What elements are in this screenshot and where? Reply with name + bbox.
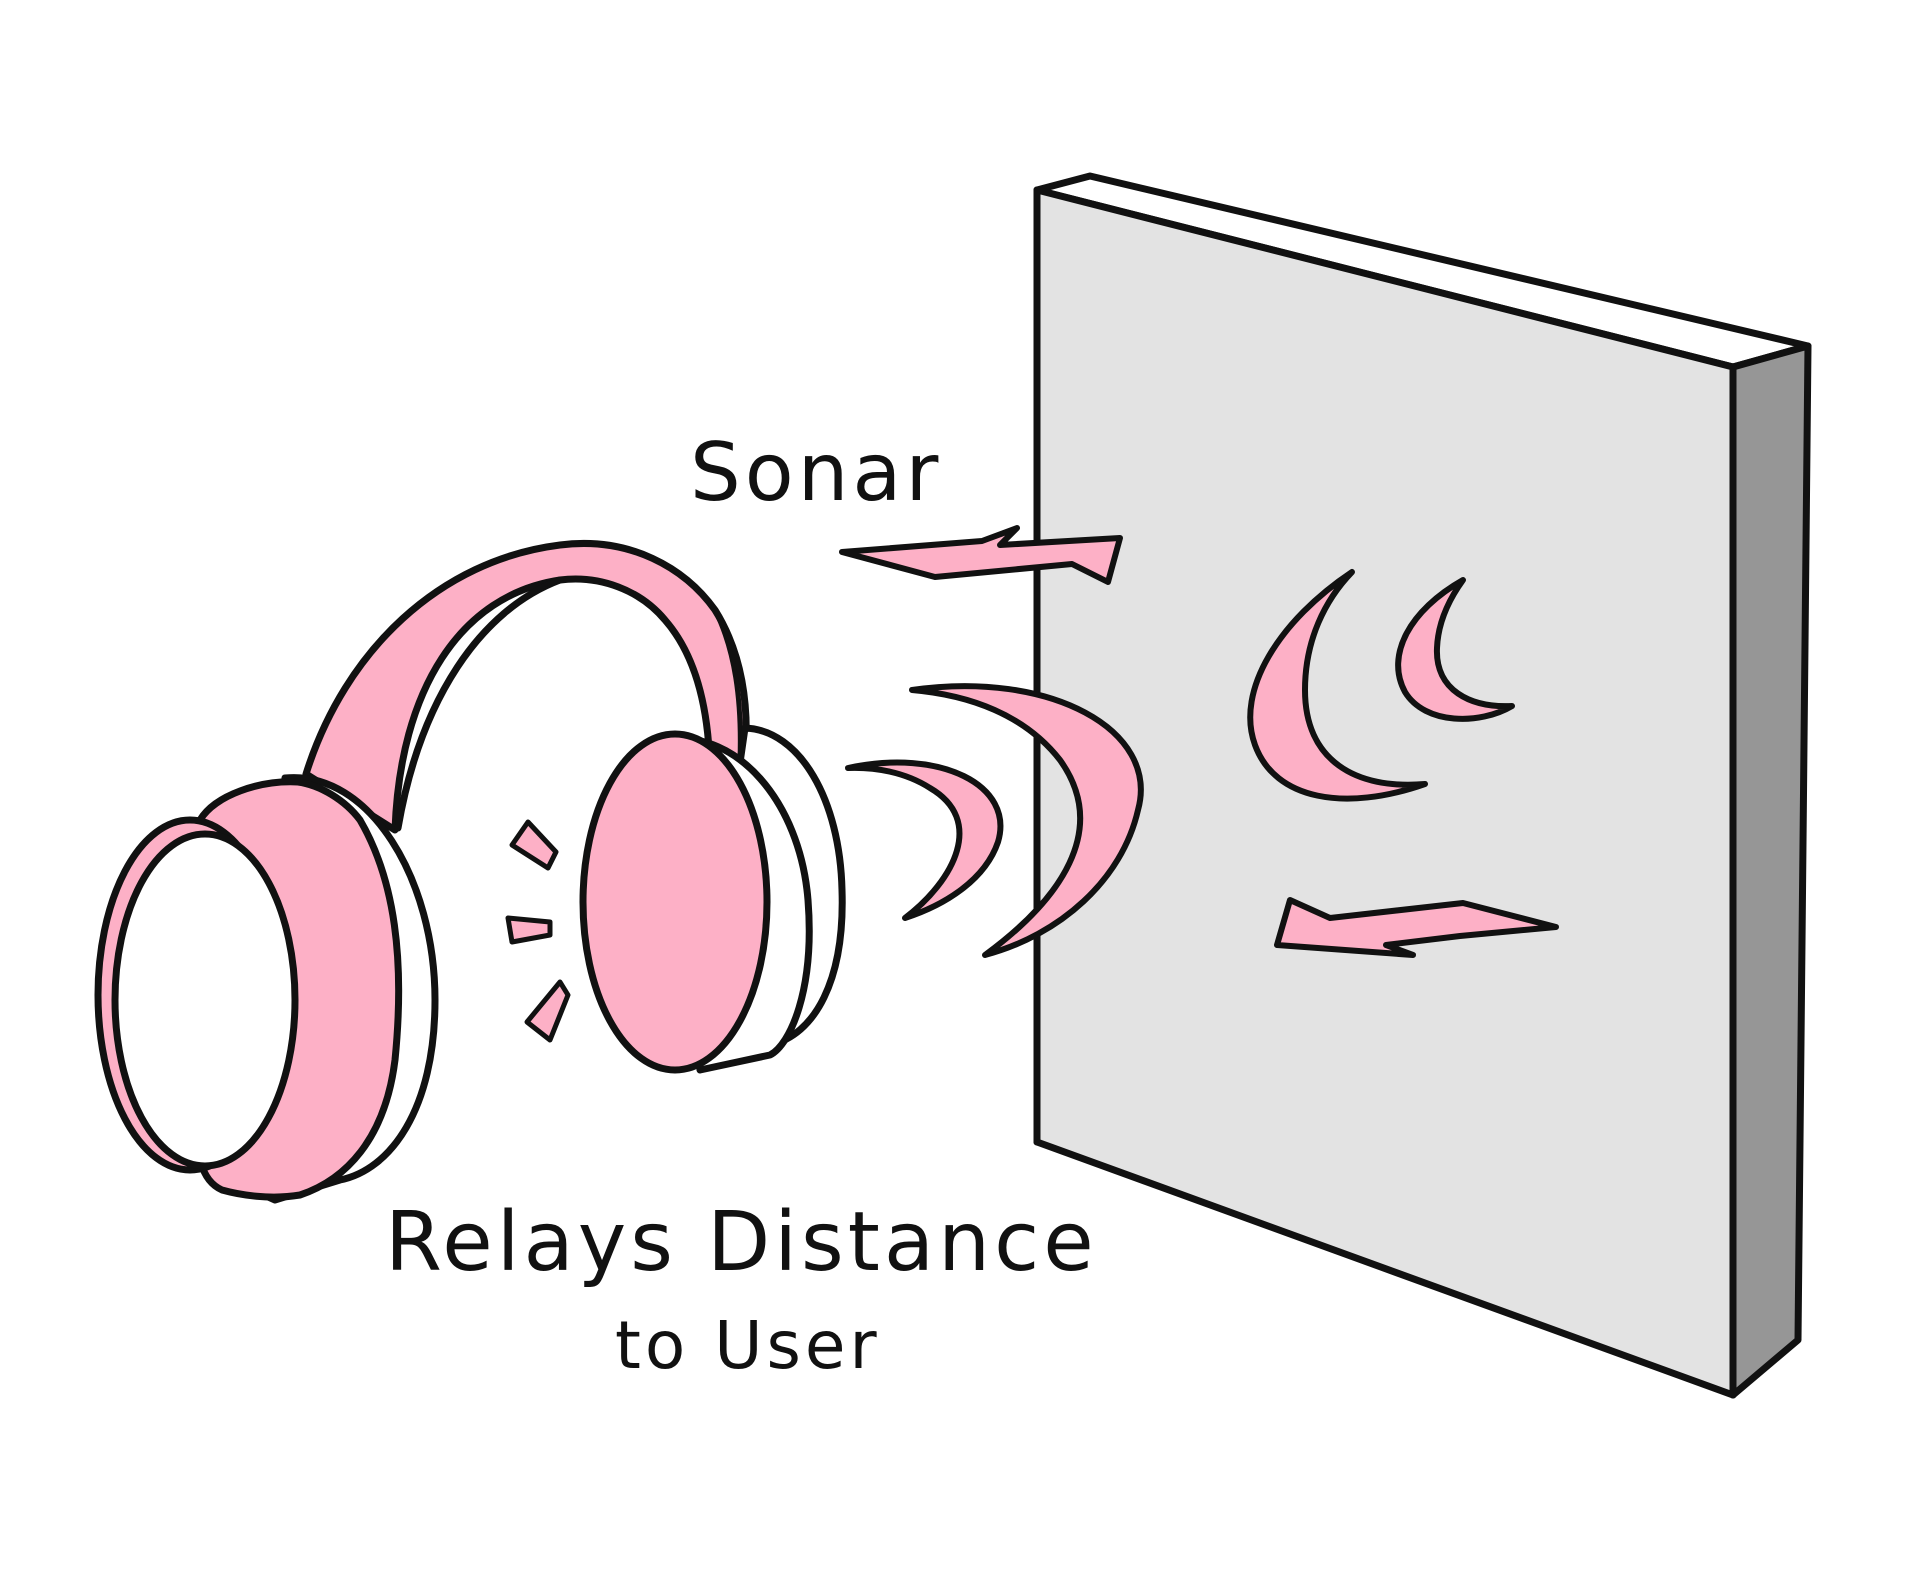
sound-ticks	[505, 819, 571, 1043]
front-earcup-face	[111, 830, 299, 1170]
relays-label-line1: Relays Distance	[385, 1195, 1098, 1290]
wave-small	[845, 759, 1004, 921]
sound-tick-bottom	[524, 979, 571, 1043]
reflected-wave-large	[1247, 569, 1428, 802]
sonar-label: Sonar	[690, 426, 942, 519]
back-earcup-face	[579, 730, 771, 1074]
sonar-waves-outgoing	[845, 683, 1144, 958]
headphones-icon	[94, 540, 846, 1204]
arrow-right-icon	[839, 525, 1123, 585]
wave-large	[909, 683, 1144, 958]
wall-side	[1729, 342, 1812, 1399]
reflected-wave-small	[1395, 577, 1515, 722]
relays-label-line2: to User	[615, 1307, 881, 1384]
arrow-left-icon	[1274, 897, 1559, 958]
headband-inner-line	[394, 576, 564, 832]
sound-tick-top	[509, 819, 559, 871]
sonar-waves-reflected	[1247, 569, 1515, 802]
sound-tick-middle	[505, 915, 553, 945]
